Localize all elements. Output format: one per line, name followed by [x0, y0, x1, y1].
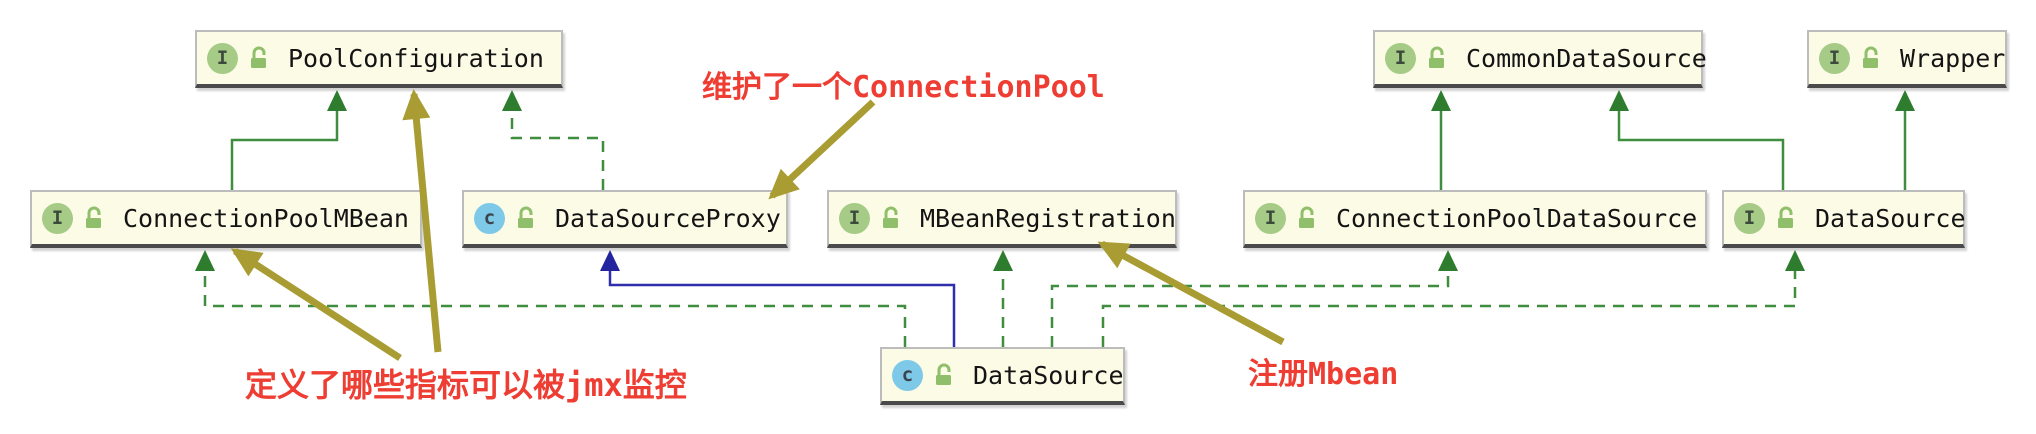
open-lock-icon	[514, 205, 538, 231]
edge-connectionpoolmbean-extends-poolconfiguration	[230, 90, 347, 190]
edge-datasourceclass-extends-datasourceproxy	[600, 250, 956, 347]
edge-datasource-extends-wrapper	[1895, 90, 1915, 190]
interface-node-connection-pool-data-source[interactable]: I ConnectionPoolDataSource	[1243, 190, 1707, 248]
node-label: DataSource	[1815, 203, 1966, 233]
node-label: ConnectionPoolMBean	[123, 203, 409, 233]
node-label: MBeanRegistration	[920, 203, 1176, 233]
interface-icon: I	[207, 42, 238, 74]
annotation-maintains-connection-pool: 维护了一个ConnectionPool	[702, 70, 1105, 105]
class-node-data-source[interactable]: c DataSource	[880, 347, 1125, 405]
node-label: PoolConfiguration	[288, 43, 544, 73]
annotation-arrow-to-mbeanregistration	[1097, 240, 1285, 346]
interface-icon: I	[42, 202, 73, 234]
annotation-arrow-to-connectionpoolmbean	[230, 248, 402, 361]
edge-datasource-extends-commondatasource	[1609, 90, 1785, 190]
interface-node-wrapper[interactable]: I Wrapper	[1807, 30, 2007, 88]
annotation-arrow-to-datasourceproxy	[768, 99, 876, 200]
interface-icon: I	[839, 202, 870, 234]
open-lock-icon	[879, 205, 903, 231]
interface-icon: I	[1819, 42, 1850, 74]
class-icon: c	[474, 202, 505, 234]
open-lock-icon	[1859, 45, 1883, 71]
node-label: Wrapper	[1900, 43, 2006, 73]
edge-datasourceclass-implements-mbeanregistration	[993, 250, 1013, 347]
node-label: DataSourceProxy	[555, 203, 781, 233]
class-icon: c	[892, 359, 923, 391]
interface-node-connection-pool-mbean[interactable]: I ConnectionPoolMBean	[30, 190, 422, 248]
annotation-jmx-metrics: 定义了哪些指标可以被jmx监控	[245, 366, 687, 404]
interface-icon: I	[1734, 202, 1765, 234]
open-lock-icon	[1425, 45, 1449, 71]
interface-node-mbean-registration[interactable]: I MBeanRegistration	[827, 190, 1177, 248]
node-label: CommonDataSource	[1466, 43, 1707, 73]
open-lock-icon	[932, 362, 956, 388]
class-node-data-source-proxy[interactable]: c DataSourceProxy	[462, 190, 788, 248]
edge-datasourceclass-implements-connectionpoolmbean	[195, 250, 907, 347]
interface-icon: I	[1255, 202, 1286, 234]
open-lock-icon	[1774, 205, 1798, 231]
interface-node-pool-configuration[interactable]: I PoolConfiguration	[195, 30, 563, 88]
edge-datasourceclass-implements-datasource	[1101, 250, 1805, 347]
node-label: DataSource	[973, 360, 1124, 390]
interface-icon: I	[1385, 42, 1416, 74]
annotation-register-mbean: 注册Mbean	[1248, 357, 1399, 392]
edge-connectionpooldatasource-extends-commondatasource	[1431, 90, 1451, 190]
interface-node-common-data-source[interactable]: I CommonDataSource	[1373, 30, 1707, 88]
edge-datasourceclass-implements-connectionpooldatasource	[1050, 250, 1458, 347]
edge-datasourceproxy-implements-poolconfiguration	[502, 90, 605, 190]
interface-node-data-source[interactable]: I DataSource	[1722, 190, 1966, 248]
open-lock-icon	[1295, 205, 1319, 231]
node-label: ConnectionPoolDataSource	[1336, 203, 1698, 233]
open-lock-icon	[247, 45, 271, 71]
open-lock-icon	[82, 205, 106, 231]
